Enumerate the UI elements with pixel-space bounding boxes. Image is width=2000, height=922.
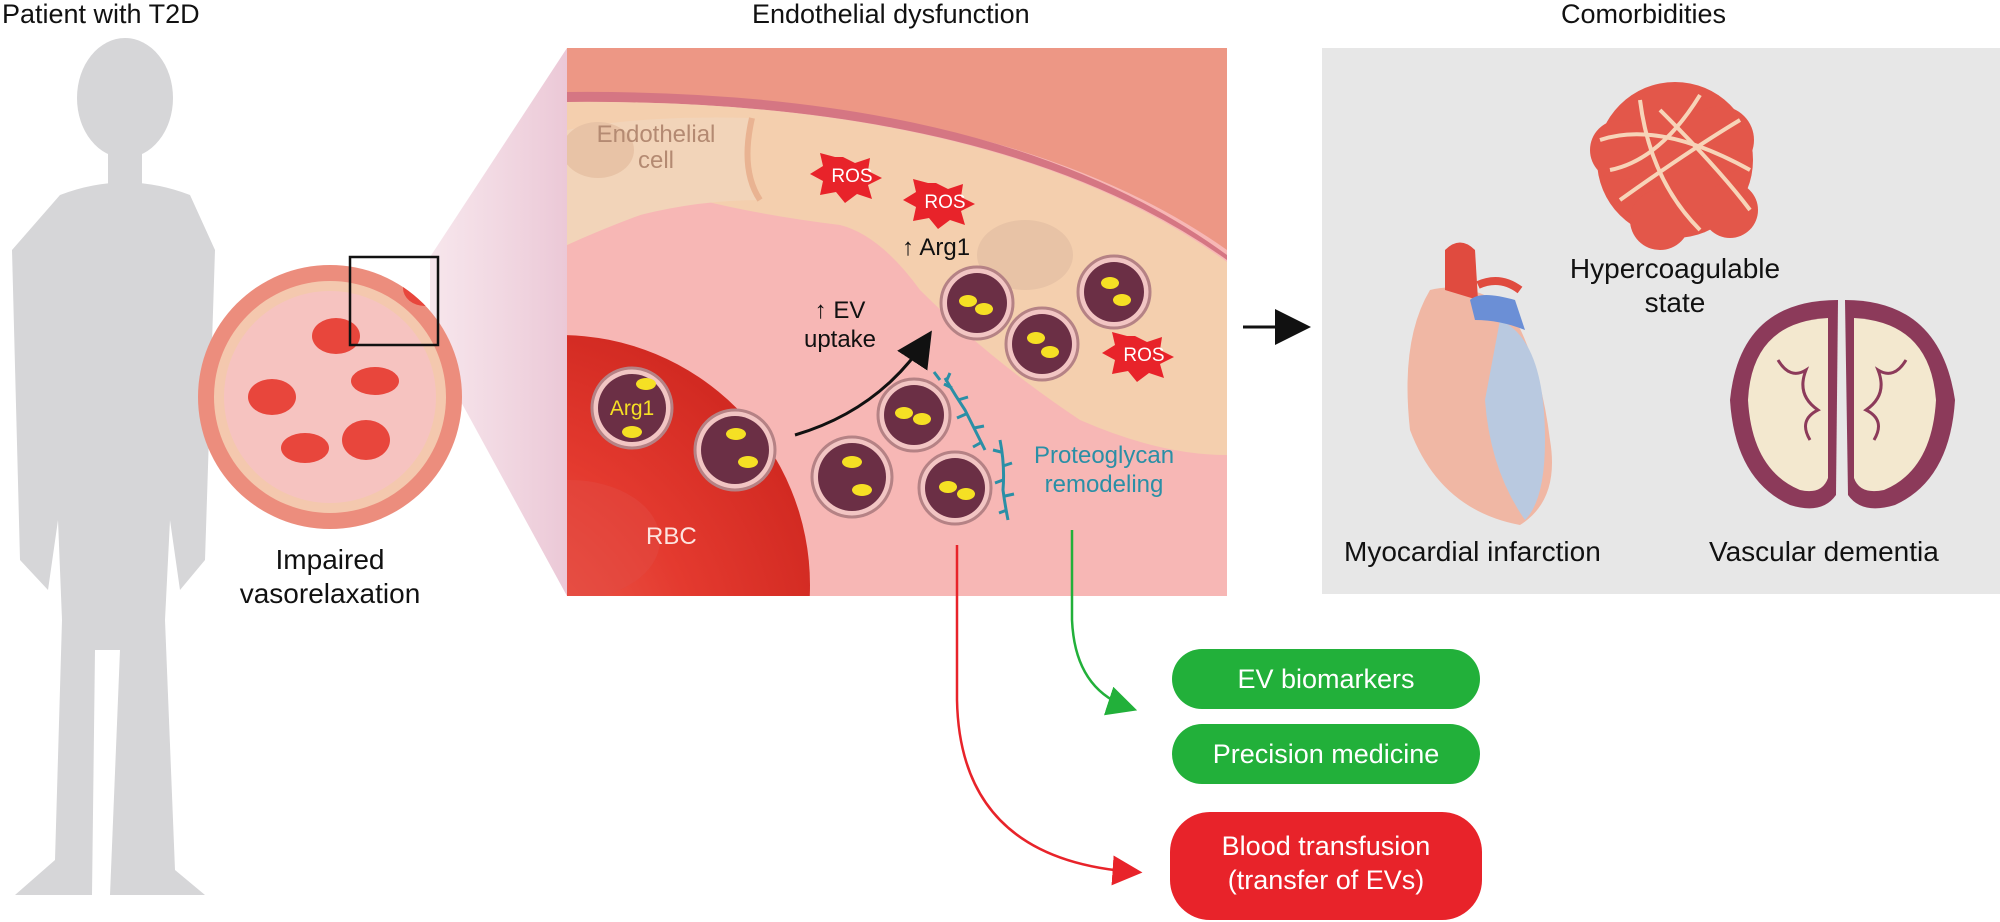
rbc-label: RBC [646, 523, 697, 550]
clot-icon [1590, 82, 1758, 250]
red-arrow [955, 545, 1143, 886]
heart-icon [1407, 242, 1552, 525]
ev-vesicles [590, 254, 1152, 526]
ev-biomarkers-pill: EV biomarkers [1172, 649, 1480, 709]
proteoglycan-chains [932, 371, 1015, 521]
arg1-up-label: ↑ Arg1 [902, 234, 971, 261]
patient-title: Patient with T2D [2, 0, 200, 29]
transfusion-line2: (transfer of EVs) [1227, 864, 1425, 895]
green-arrow [1070, 530, 1138, 716]
ev-3 [810, 435, 894, 519]
proteoglycan-line2: remodeling [1044, 470, 1164, 498]
ev-1 [590, 366, 674, 450]
ros-burst-1 [810, 153, 882, 203]
endothelial-cell-line2: cell [637, 147, 674, 175]
hypercoag-label: Hypercoagulable state [1550, 252, 1800, 319]
transfusion-pill: Blood transfusion (transfer of EVs) [1170, 812, 1482, 920]
ev-8 [1076, 254, 1152, 330]
ev-uptake-arrow [794, 330, 932, 437]
patient-silhouette [12, 38, 215, 895]
hypercoag-line1: Hypercoagulable [1569, 253, 1781, 284]
ros-burst-2 [903, 179, 975, 229]
ros-label-3: ROS [1123, 345, 1165, 366]
vessel-caption: Impaired vasorelaxation [230, 543, 430, 610]
proteoglycan-line1: Proteoglycan [1033, 442, 1175, 469]
vessel-caption-line1: Impaired [275, 544, 385, 575]
mi-label: Myocardial infarction [1344, 536, 1601, 567]
ev-4 [876, 377, 952, 453]
ev-7 [1004, 306, 1080, 382]
comorbidities-title: Comorbidities [1561, 0, 1727, 29]
endothelial-title: Endothelial dysfunction [752, 0, 1030, 29]
ros-label-1: ROS [831, 166, 873, 187]
hypercoag-line2: state [1644, 286, 1706, 318]
ros-label-2: ROS [924, 192, 966, 213]
ev-2 [693, 408, 777, 492]
ev-6 [939, 265, 1015, 341]
precision-medicine-pill: Precision medicine [1172, 724, 1480, 784]
transfusion-line1: Blood transfusion [1221, 831, 1431, 861]
endothelial-cell-label: Endothelial cell [596, 121, 716, 175]
proteoglycan-label: Proteoglycan remodeling [1014, 442, 1194, 500]
brain-icon [1730, 300, 1955, 509]
ros-burst-3 [1102, 332, 1174, 382]
ev-uptake-line2: uptake [803, 325, 877, 353]
vessel-cross-section [198, 255, 462, 529]
ev-uptake-label: ↑ EV uptake [790, 297, 890, 355]
zoom-funnel [430, 48, 567, 596]
zoom-box [348, 255, 440, 347]
dementia-label: Vascular dementia [1709, 536, 1939, 567]
ev-uptake-line1: ↑ EV [814, 297, 866, 324]
vessel-caption-line2: vasorelaxation [239, 577, 421, 609]
ev-5 [917, 450, 993, 526]
arg1-label: Arg1 [609, 397, 655, 420]
endothelial-cell-line1: Endothelial [596, 121, 716, 148]
